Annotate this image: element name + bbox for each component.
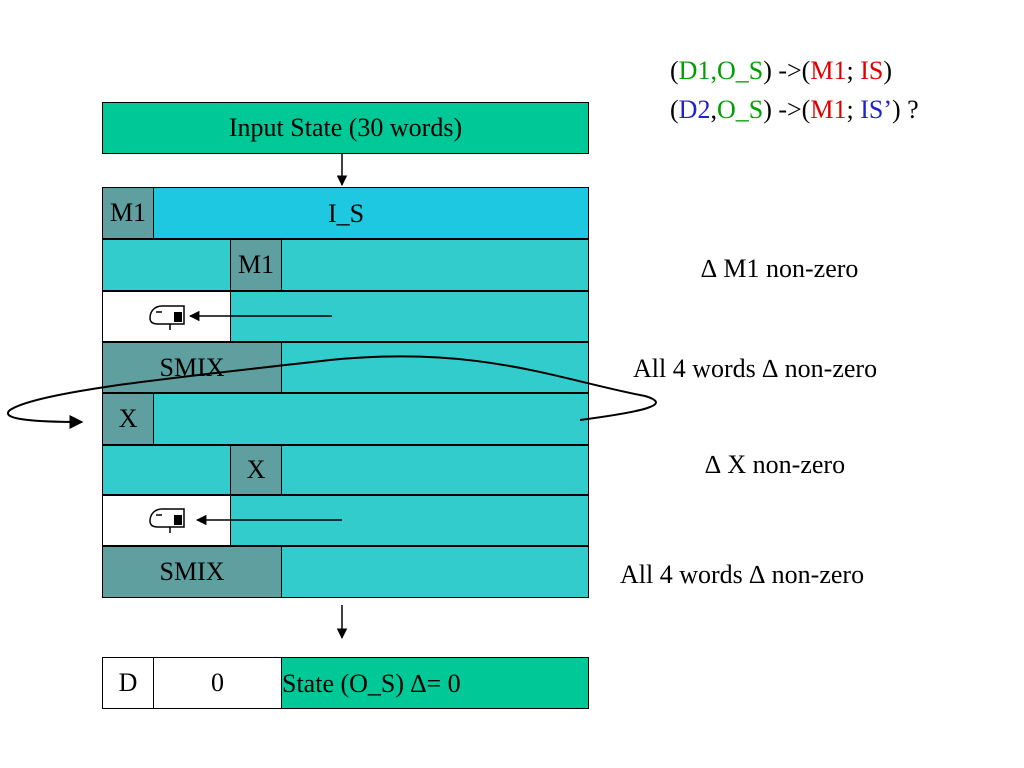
note-smix-2: All 4 words ∆ non-zero	[620, 560, 865, 589]
row-is-m1-cell: M1	[102, 187, 154, 239]
note-x: ∆ X non-zero	[705, 450, 846, 479]
row-is	[102, 187, 589, 239]
note-m1: ∆ M1 non-zero	[701, 254, 859, 283]
header-os: O_S	[716, 95, 764, 124]
input-state-box: Input State (30 words)	[102, 102, 589, 154]
paren-close: ) ?	[891, 95, 919, 124]
row-2-m1-cell: M1	[230, 239, 282, 291]
arrow-text: ) ->(	[763, 56, 811, 85]
paren-close: )	[883, 56, 892, 85]
cell-label: SMIX	[159, 557, 225, 586]
row-6-x-cell: X	[230, 445, 282, 495]
header-line-2: (D2,O_S) ->(M1; IS’) ?	[670, 97, 919, 123]
header-d1-os: D1,O_S	[678, 56, 764, 85]
loop-curve	[6, 355, 657, 429]
paren: (	[670, 95, 679, 124]
cell-label: X	[118, 404, 138, 433]
note-smix-1: All 4 words ∆ non-zero	[633, 354, 878, 383]
comma: ,	[710, 95, 717, 124]
arrow-text: ) ->(	[763, 95, 811, 124]
cell-label: M1	[109, 198, 147, 227]
header-m1: M1	[810, 56, 847, 85]
row-8-smix-cell: SMIX	[102, 546, 282, 598]
header-is-prime: IS’	[860, 95, 892, 124]
cell-label: D	[118, 668, 138, 697]
paren: (	[670, 56, 679, 85]
input-state-label: Input State (30 words)	[228, 113, 463, 142]
row-5-x-cell: X	[102, 393, 154, 445]
row-is-label: I_S	[328, 199, 365, 228]
semicolon: ;	[846, 95, 861, 124]
mailbox-icon	[149, 508, 185, 533]
header-line-1: (D1,O_S) ->(M1; IS)	[670, 58, 892, 84]
row-6	[102, 445, 589, 495]
header-m1: M1	[810, 95, 847, 124]
row-2	[102, 239, 589, 291]
output-zero-cell: 0	[153, 657, 282, 709]
output-state-label: State (O_S) ∆= 0	[282, 669, 461, 698]
mailbox-icon	[149, 305, 185, 330]
header-is: IS	[860, 56, 884, 85]
cell-label: M1	[237, 250, 275, 279]
output-d-cell: D	[102, 657, 154, 709]
header-d2: D2	[678, 95, 711, 124]
semicolon: ;	[846, 56, 861, 85]
cell-label: X	[246, 455, 266, 484]
cell-label: 0	[211, 668, 224, 697]
row-5	[102, 393, 589, 445]
